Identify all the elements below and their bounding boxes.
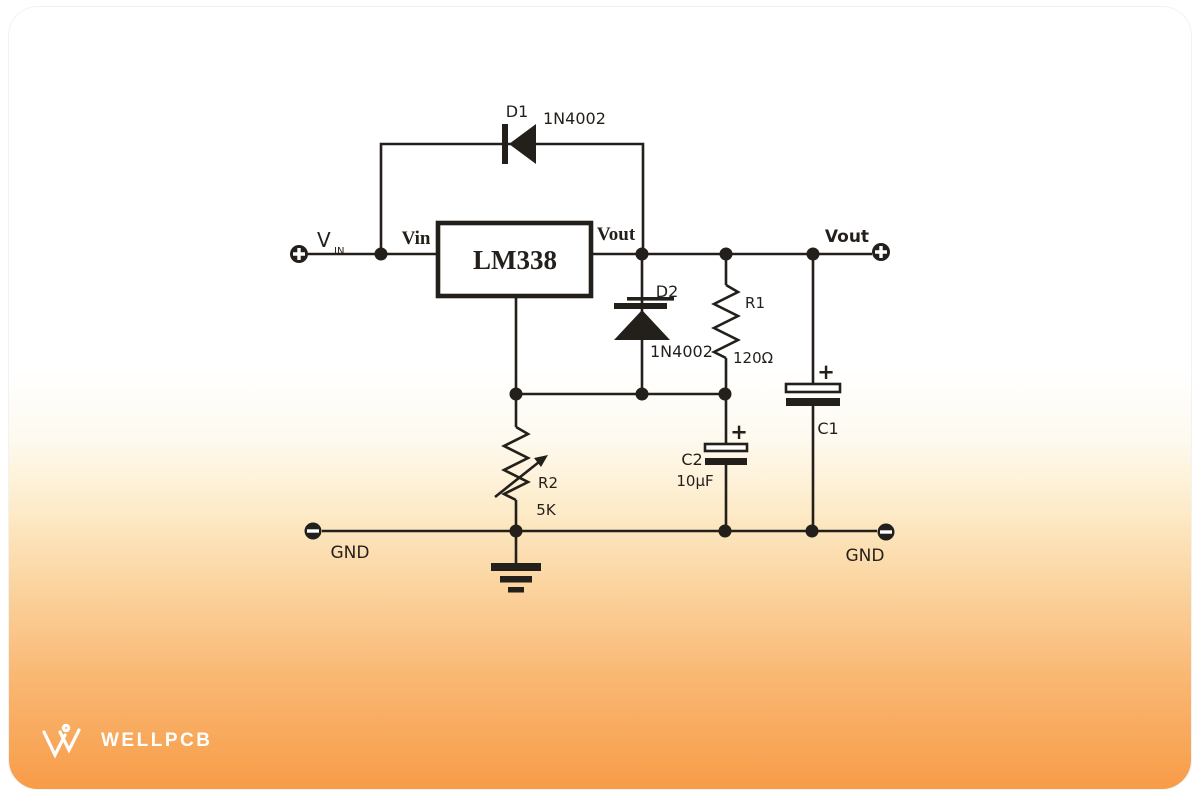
d2-cathode-bar bbox=[614, 303, 667, 309]
circuit-schematic: LM338 Vin Vout D1 1N4002 D2 1N4002 R1 12… bbox=[290, 102, 895, 593]
c2-value-label: 10µF bbox=[676, 472, 713, 490]
d1-cathode-bar bbox=[502, 124, 508, 164]
d2-cathode-bar-upper bbox=[627, 297, 674, 301]
vout-positive-terminal-icon bbox=[872, 243, 890, 261]
c2-plate-top bbox=[703, 442, 749, 453]
r1-ref-label: R1 bbox=[745, 294, 765, 312]
vin-positive-terminal-icon bbox=[290, 245, 308, 263]
node-labels: V IN Vout GND GND bbox=[317, 227, 884, 566]
ic-pin-vin-label: Vin bbox=[402, 228, 431, 249]
c2-polarity-label: + bbox=[730, 420, 748, 444]
d2-ref-label: D2 bbox=[656, 282, 679, 301]
wires bbox=[308, 142, 877, 563]
vin-node-label-subscript: IN bbox=[334, 246, 344, 257]
gnd-right-label: GND bbox=[846, 546, 885, 566]
junction-dots bbox=[374, 247, 820, 538]
junction-dot bbox=[806, 247, 820, 261]
c1-plate-bottom bbox=[786, 398, 840, 406]
diode-d2: D2 1N4002 bbox=[614, 282, 713, 361]
ic-body bbox=[435, 220, 594, 299]
junction-dot bbox=[509, 524, 523, 538]
r1-value-label: 120Ω bbox=[733, 349, 773, 367]
capacitor-c2: + C2 10µF bbox=[676, 420, 749, 490]
junction-dot bbox=[635, 247, 649, 261]
resistor-r1: R1 120Ω bbox=[711, 283, 773, 367]
r2-value-label: 5K bbox=[536, 501, 557, 519]
vout-node-label: Vout bbox=[825, 227, 869, 247]
potentiometer-r2: R2 5K bbox=[494, 425, 558, 519]
gnd-left-negative-terminal-icon bbox=[304, 522, 322, 540]
wellpcb-logo-icon bbox=[42, 723, 81, 759]
wellpcb-logo-text: WELLPCB bbox=[101, 730, 213, 751]
c2-ref-label: C2 bbox=[681, 450, 702, 469]
c1-polarity-label: + bbox=[817, 360, 835, 384]
d2-anode-triangle bbox=[614, 310, 670, 340]
diode-d1: D1 1N4002 bbox=[502, 102, 606, 164]
junction-dot bbox=[509, 387, 523, 401]
r1-zigzag bbox=[711, 283, 741, 360]
r2-wiper-arrowhead bbox=[534, 455, 548, 467]
d2-part-label: 1N4002 bbox=[650, 342, 713, 361]
junction-dot bbox=[374, 247, 388, 261]
capacitor-c1: + C1 bbox=[784, 360, 842, 438]
gnd-right-negative-terminal-icon bbox=[877, 523, 895, 541]
junction-dot bbox=[718, 387, 732, 401]
d1-part-label: 1N4002 bbox=[543, 109, 606, 128]
d1-anode-triangle bbox=[509, 124, 536, 164]
gradient-card: LM338 Vin Vout D1 1N4002 D2 1N4002 R1 12… bbox=[8, 6, 1192, 790]
r2-wiper-arrow-shaft bbox=[494, 460, 540, 499]
r2-zigzag bbox=[501, 425, 531, 502]
d1-ref-label: D1 bbox=[506, 102, 529, 121]
gnd-left-label: GND bbox=[331, 543, 370, 563]
junction-dot bbox=[635, 387, 649, 401]
vin-node-label: V bbox=[317, 228, 331, 252]
c1-plate-top bbox=[784, 382, 842, 394]
ground-symbol-icon bbox=[491, 563, 541, 593]
junction-dot bbox=[718, 524, 732, 538]
wellpcb-logo: WELLPCB bbox=[39, 721, 212, 761]
junction-dot bbox=[719, 247, 733, 261]
r2-ref-label: R2 bbox=[538, 474, 558, 492]
junction-dot bbox=[805, 524, 819, 538]
c2-plate-bottom bbox=[705, 458, 747, 465]
ic-lm338: LM338 Vin Vout bbox=[402, 220, 636, 299]
ic-name-label: LM338 bbox=[473, 245, 557, 275]
ic-pin-vout-label: Vout bbox=[597, 224, 636, 245]
c1-ref-label: C1 bbox=[817, 419, 838, 438]
